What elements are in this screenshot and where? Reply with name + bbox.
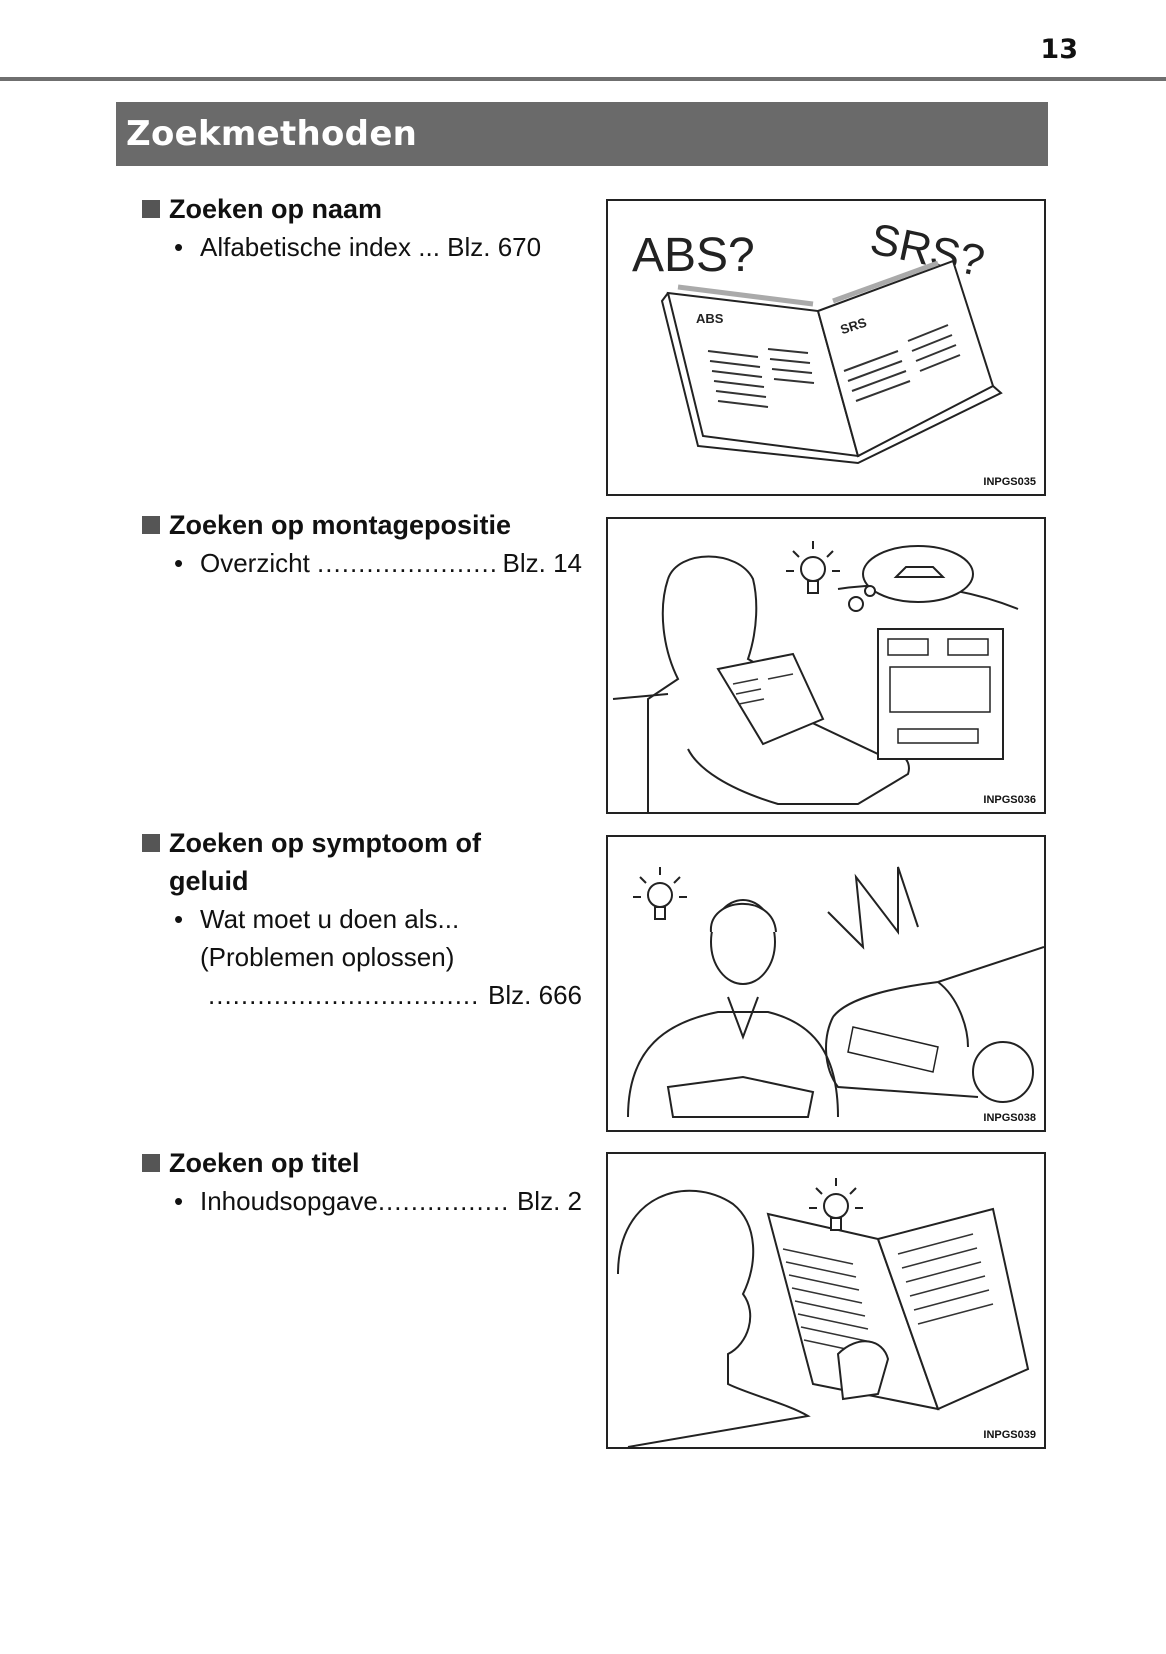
bullet-icon: • xyxy=(174,548,184,578)
figure-book-abs-srs: ABS? SRS? ABS SRS INPGS035 xyxy=(606,199,1046,496)
entry-text: Inhoudsopgave xyxy=(200,1186,378,1216)
abs-question-label: ABS? xyxy=(632,229,755,282)
entry-text: Alfabetische index ... xyxy=(200,232,440,262)
page-number: 13 xyxy=(1040,34,1078,65)
dot-leader xyxy=(317,544,495,582)
figure-symptom-noise: INPGS038 xyxy=(606,835,1046,1132)
figure-code: INPGS038 xyxy=(983,1112,1036,1124)
index-entry[interactable]: • Wat moet u doen als... (Problemen oplo… xyxy=(174,900,582,1014)
index-entry[interactable]: • Inhoudsopgave Blz. 2 xyxy=(174,1182,582,1220)
section-search-by-position: Zoeken op montagepositie • Overzicht Blz… xyxy=(142,506,589,582)
section-search-by-name: Zoeken op naam • Alfabetische index ... … xyxy=(142,190,589,266)
section-heading: Zoeken op naam xyxy=(142,190,589,228)
square-bullet-icon xyxy=(142,516,160,534)
section-heading-text: Zoeken op symptoom of geluid xyxy=(169,828,482,896)
figure-code: INPGS039 xyxy=(983,1429,1036,1441)
page-reference[interactable]: Blz. 670 xyxy=(447,232,542,262)
driver-dashboard-illustration xyxy=(612,541,1019,812)
square-bullet-icon xyxy=(142,200,160,218)
section-heading: Zoeken op symptoom of geluid xyxy=(142,824,582,900)
bullet-icon: • xyxy=(174,904,184,934)
lightbulb-icon xyxy=(633,867,687,920)
square-bullet-icon xyxy=(142,834,160,852)
figure-driver-dashboard: INPGS036 xyxy=(606,517,1046,814)
section-heading-text: Zoeken op naam xyxy=(169,194,383,224)
index-entry[interactable]: • Overzicht Blz. 14 xyxy=(174,544,583,582)
section-search-by-symptom: Zoeken op symptoom of geluid • Wat moet … xyxy=(142,824,582,1014)
page-title: Zoekmethoden xyxy=(116,102,1048,166)
page-reference[interactable]: Blz. 666 xyxy=(488,980,582,1010)
page-reference[interactable]: Blz. 2 xyxy=(516,1186,582,1216)
person-reading-book-illustration xyxy=(617,1178,1030,1447)
bullet-icon: • xyxy=(174,232,184,262)
man-car-noise-illustration xyxy=(627,866,1044,1118)
figure-table-of-contents: INPGS039 xyxy=(606,1152,1046,1449)
dot-leader xyxy=(378,1182,510,1220)
entry-text-line-1: Wat moet u doen als... xyxy=(200,904,460,934)
entry-text-line-2: (Problemen oplossen) xyxy=(200,942,455,972)
lightbulb-icon xyxy=(786,541,840,594)
lightbulb-icon xyxy=(809,1178,863,1231)
section-search-by-title: Zoeken op titel • Inhoudsopgave Blz. 2 xyxy=(142,1144,589,1220)
entry-text: Overzicht xyxy=(200,548,310,578)
abs-label: ABS xyxy=(696,311,724,326)
section-heading-text: Zoeken op montagepositie xyxy=(169,510,512,540)
section-heading-text: Zoeken op titel xyxy=(169,1148,360,1178)
figure-code: INPGS036 xyxy=(983,794,1036,806)
section-heading: Zoeken op montagepositie xyxy=(142,506,589,544)
index-entry[interactable]: • Alfabetische index ... Blz. 670 xyxy=(174,228,582,266)
open-book-illustration: ABS? SRS? ABS SRS xyxy=(632,214,1003,465)
header-rule xyxy=(0,77,1166,81)
bullet-icon: • xyxy=(174,1186,184,1216)
figure-code: INPGS035 xyxy=(983,476,1036,488)
section-heading: Zoeken op titel xyxy=(142,1144,589,1182)
square-bullet-icon xyxy=(142,1154,160,1172)
page-reference[interactable]: Blz. 14 xyxy=(502,548,583,578)
dot-leader xyxy=(208,976,481,1014)
